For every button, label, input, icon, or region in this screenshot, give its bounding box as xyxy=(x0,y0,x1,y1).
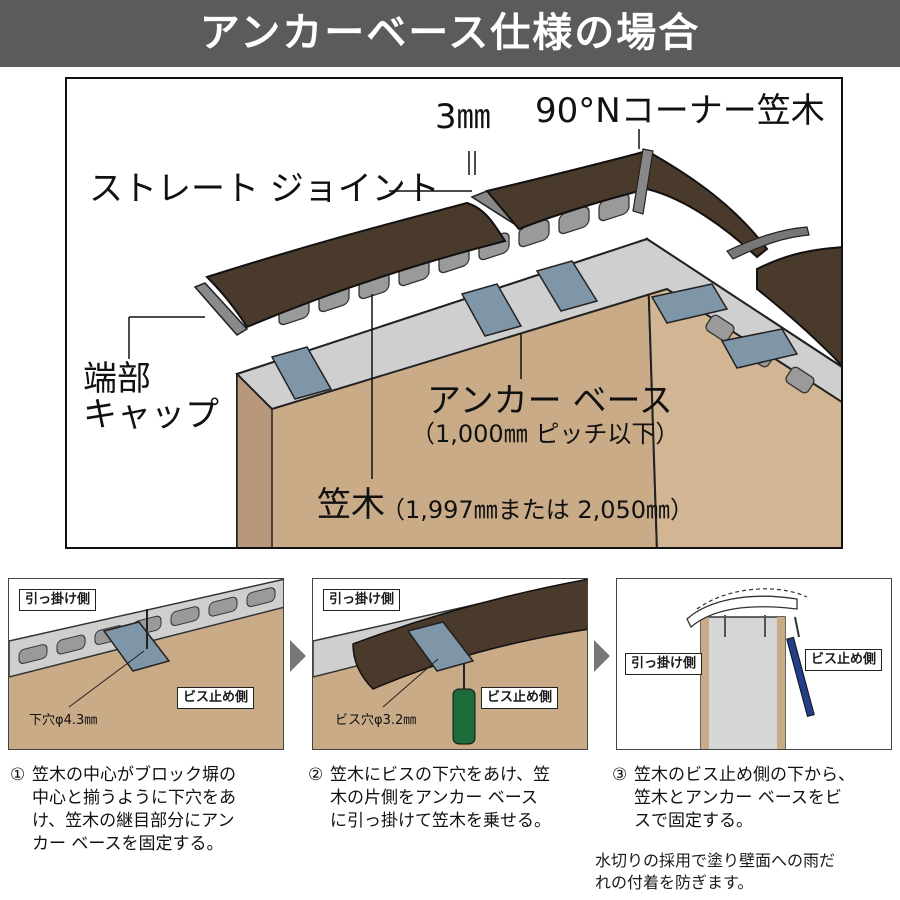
anchor-label: アンカー ベース xyxy=(427,381,673,421)
anchor-bases xyxy=(270,260,799,400)
step3-wall-finish-right xyxy=(777,617,785,749)
step3-illustration: 引っ掛け側 ビス止め側 xyxy=(616,578,892,750)
step2-drill xyxy=(452,688,476,745)
step3-hook-side-tag: 引っ掛け側 xyxy=(625,653,703,675)
step1-anchor-base xyxy=(102,621,171,672)
step1-line: カー ベースを固定する。 xyxy=(32,834,224,854)
main-illustration: 3㎜ 90°Nコーナー笠木 ストレート ジョイント 端部 キャップ アンカー ベ… xyxy=(65,77,843,549)
step1-line: 中心と揃うように下穴をあ xyxy=(32,788,236,808)
corner-joint xyxy=(632,148,654,215)
step3-description: ③ 笠木のビス止め側の下から、 笠木とアンカー ベースをビ スで固定する。 xyxy=(612,764,855,833)
step1-line: け、笠木の継目部分にアン xyxy=(32,811,235,831)
step1-leader xyxy=(68,650,145,708)
step3-screw-side-tag: ビス止め側 xyxy=(805,649,883,671)
endcap-label-line1: 端部 xyxy=(83,359,151,399)
step3-kasagi-outline xyxy=(696,588,808,610)
block-top xyxy=(235,237,841,411)
step2-leader xyxy=(382,658,439,708)
step2-line: に引っ掛けて笠木を乗せる。 xyxy=(330,811,551,831)
step3-screwdriver xyxy=(786,636,815,718)
leader-lines xyxy=(128,129,640,479)
corner-label: 90°Nコーナー笠木 xyxy=(535,91,825,131)
kasagi-length-label: （1,997㎜または 2,050㎜） xyxy=(381,496,695,524)
step2-description: ② 笠木にビスの下穴をあけ、笠 木の片側をアンカー ベース に引っ掛けて笠木を乗せ… xyxy=(308,764,551,833)
joint-right xyxy=(726,226,810,260)
step1-number: ① xyxy=(10,765,26,785)
step2-kasagi xyxy=(352,579,587,690)
step2-hole-label: ビス穴φ3.2㎜ xyxy=(335,713,417,728)
step1-hook-side-tag: 引っ掛け側 xyxy=(19,589,97,611)
step3-line: 笠木のビス止め側の下から、 xyxy=(634,765,855,785)
kasagi-right xyxy=(756,246,841,367)
assembly-drawing xyxy=(128,129,841,547)
step1-line: 笠木の中心がブロック塀の xyxy=(32,765,236,785)
anchor-pitch-label: （1,000㎜ ピッチ以下） xyxy=(411,420,680,448)
step2-screw-side-tag: ビス止め側 xyxy=(481,687,559,709)
note-line: れの付着を防ぎます。 xyxy=(595,873,754,892)
step3-screwdriver-tip xyxy=(794,616,800,638)
page-title: アンカーベース仕様の場合 xyxy=(199,10,701,56)
step3-wall-section xyxy=(700,616,786,749)
kasagi-label: 笠木 xyxy=(317,485,385,525)
kasagi-main xyxy=(205,201,507,329)
arrow-step1-to-2 xyxy=(290,640,306,672)
end-cap xyxy=(193,282,249,336)
title-banner: アンカーベース仕様の場合 xyxy=(0,0,900,67)
step2-line: 木の片側をアンカー ベース xyxy=(330,788,538,808)
corner-kasagi xyxy=(485,149,769,259)
endcap-label-line2: キャップ xyxy=(83,395,219,435)
step1-screw-side-tag: ビス止め側 xyxy=(177,687,255,709)
note-line: 水切りの採用で塗り壁面への雨だ xyxy=(595,851,836,870)
step3-line: スで固定する。 xyxy=(634,811,753,831)
arrow-step2-to-3 xyxy=(594,640,610,672)
step2-line: 笠木にビスの下穴をあけ、笠 xyxy=(330,765,551,785)
step1-illustration: 引っ掛け側 ビス止め側 下穴φ4.3㎜ xyxy=(8,578,284,750)
step3-wall-finish-left xyxy=(701,617,709,749)
step2-hook-side-tag: 引っ掛け側 xyxy=(323,589,401,611)
step2-illustration: 引っ掛け側 ビス止め側 ビス穴φ3.2㎜ xyxy=(312,578,588,750)
step3-number: ③ xyxy=(612,765,628,785)
joint-label: ストレート ジョイント xyxy=(89,169,440,209)
drip-note: 水切りの採用で塗り壁面への雨だ れの付着を防ぎます。 xyxy=(595,850,895,894)
step2-number: ② xyxy=(308,765,324,785)
step1-wall xyxy=(9,599,283,749)
step3-line: 笠木とアンカー ベースをビ xyxy=(634,788,842,808)
step2-anchor-base xyxy=(406,621,475,672)
gap-label: 3㎜ xyxy=(435,97,491,137)
step3-kasagi-section xyxy=(686,595,798,629)
step1-hole-label: 下穴φ4.3㎜ xyxy=(29,713,98,728)
